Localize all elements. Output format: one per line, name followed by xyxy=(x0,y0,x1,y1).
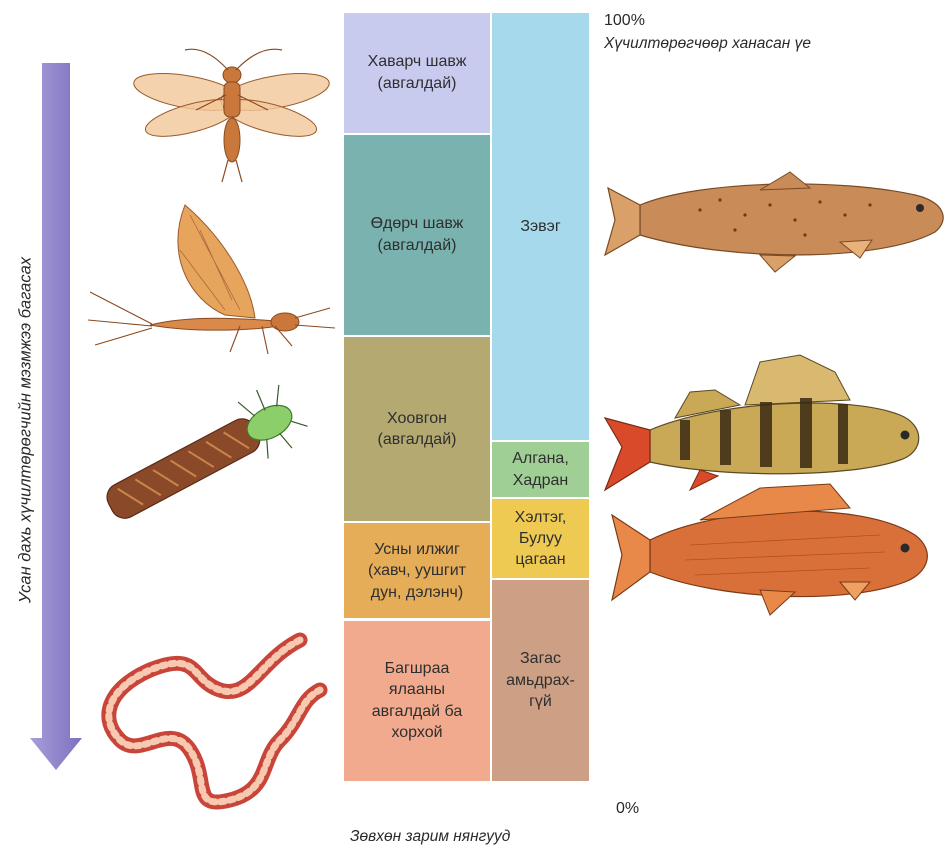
carp-illustration xyxy=(0,0,952,852)
oxygen-tolerance-diagram: Усан дахь хүчилтөрөгчийн мэзмжээ багасах xyxy=(0,0,952,852)
